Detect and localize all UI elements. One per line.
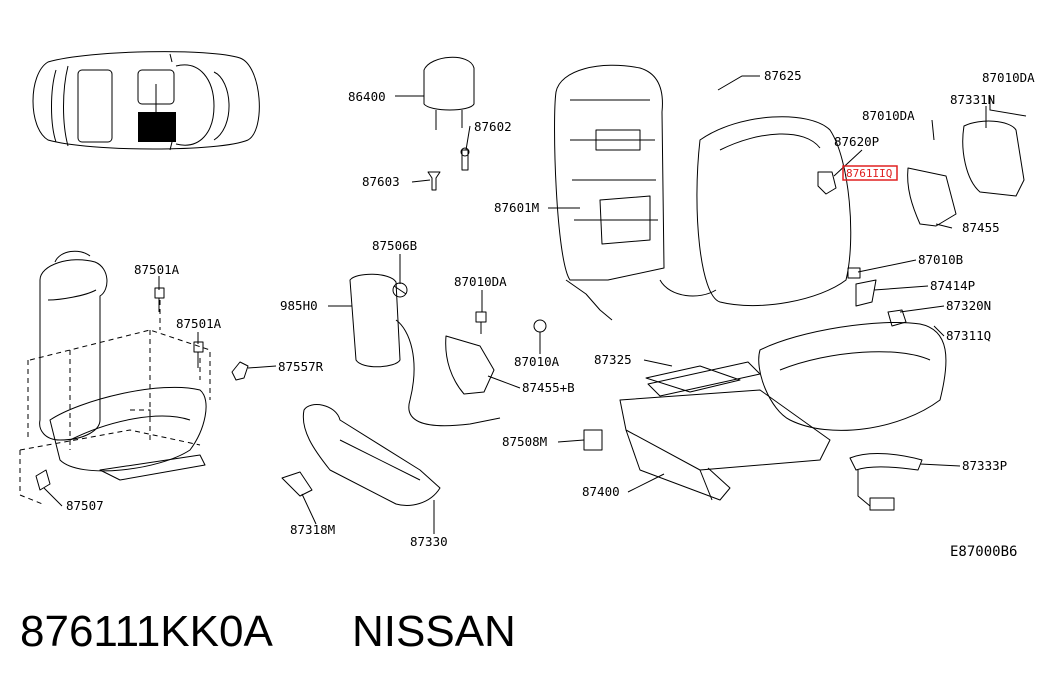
side-airbag-985H0 [349,273,501,427]
bracket-87620P [817,171,837,195]
seat-back-frame-87601M [554,64,665,321]
brand-name: NISSAN [352,607,516,656]
side-cover-87330 [302,404,441,506]
headrest-86400 [423,56,475,130]
label-87625[interactable]: 87625 [764,68,802,83]
label-87311Q[interactable]: 87311Q [946,328,991,343]
connector-87508M [583,429,603,451]
label-87507[interactable]: 87507 [66,498,104,513]
leader-lines [43,75,1027,534]
nut-87010A [533,319,547,333]
label-87501A-lower[interactable]: 87501A [176,316,222,331]
clip-87320N [887,309,907,327]
label-87455B[interactable]: 87455+B [522,380,575,395]
seat-back-cushion [659,116,852,307]
label-87010DA-center[interactable]: 87010DA [454,274,507,289]
label-87010DA-right[interactable]: 87010DA [982,70,1035,85]
label-87010DA-upper[interactable]: 87010DA [862,108,915,123]
label-87620P[interactable]: 87620P [834,134,879,149]
label-87508M[interactable]: 87508M [502,434,547,449]
bracket-87414P [855,279,877,307]
guide-87602 [460,147,470,171]
label-87506B[interactable]: 87506B [372,238,417,253]
label-87330[interactable]: 87330 [410,534,448,549]
label-87318M[interactable]: 87318M [290,522,335,537]
label-87601M[interactable]: 87601M [494,200,539,215]
label-87455[interactable]: 87455 [962,220,1000,235]
label-985H0[interactable]: 985H0 [280,298,318,313]
harness-87333P [849,453,923,511]
label-87501A-upper[interactable]: 87501A [134,262,180,277]
seat-cushion-87311Q [758,321,947,431]
finisher-87455B [445,335,495,395]
bracket-87318M [281,471,313,497]
label-87603[interactable]: 87603 [362,174,400,189]
diagram-code: E87000B6 [950,544,1017,560]
seat-position-marker [138,112,176,142]
seat-assembly-drawing [19,250,211,506]
clip-87010B [847,267,861,279]
label-87325[interactable]: 87325 [594,352,632,367]
bolt-87010DA-center [475,311,487,334]
label-87010B[interactable]: 87010B [918,252,963,267]
clip-87557R [231,361,249,381]
part-number: 876111KK0A [20,607,273,656]
label-86400[interactable]: 86400 [348,89,386,104]
nut-87506B [392,282,408,298]
seat-frame-87400 [619,361,831,501]
car-location-overview [32,51,260,151]
part-labels: 86400 87602 87603 87625 87010DA 87331N 8… [66,68,1035,560]
label-87414P[interactable]: 87414P [930,278,975,293]
label-87333P[interactable]: 87333P [962,458,1007,473]
label-87602[interactable]: 87602 [474,119,512,134]
pad-87325 [645,365,741,393]
clip-87507 [35,469,51,491]
label-highlighted-part[interactable]: 8761IIQ [846,167,892,180]
bolt-87501A-upper [154,287,165,312]
trim-87455 [907,167,957,227]
guide-87603 [427,171,441,191]
highlight-box [842,165,898,181]
label-87010A[interactable]: 87010A [514,354,560,369]
label-87400[interactable]: 87400 [582,484,620,499]
finisher-87331N [962,120,1025,197]
label-87331N[interactable]: 87331N [950,92,995,107]
label-87557R[interactable]: 87557R [278,359,324,374]
label-87320N[interactable]: 87320N [946,298,991,313]
